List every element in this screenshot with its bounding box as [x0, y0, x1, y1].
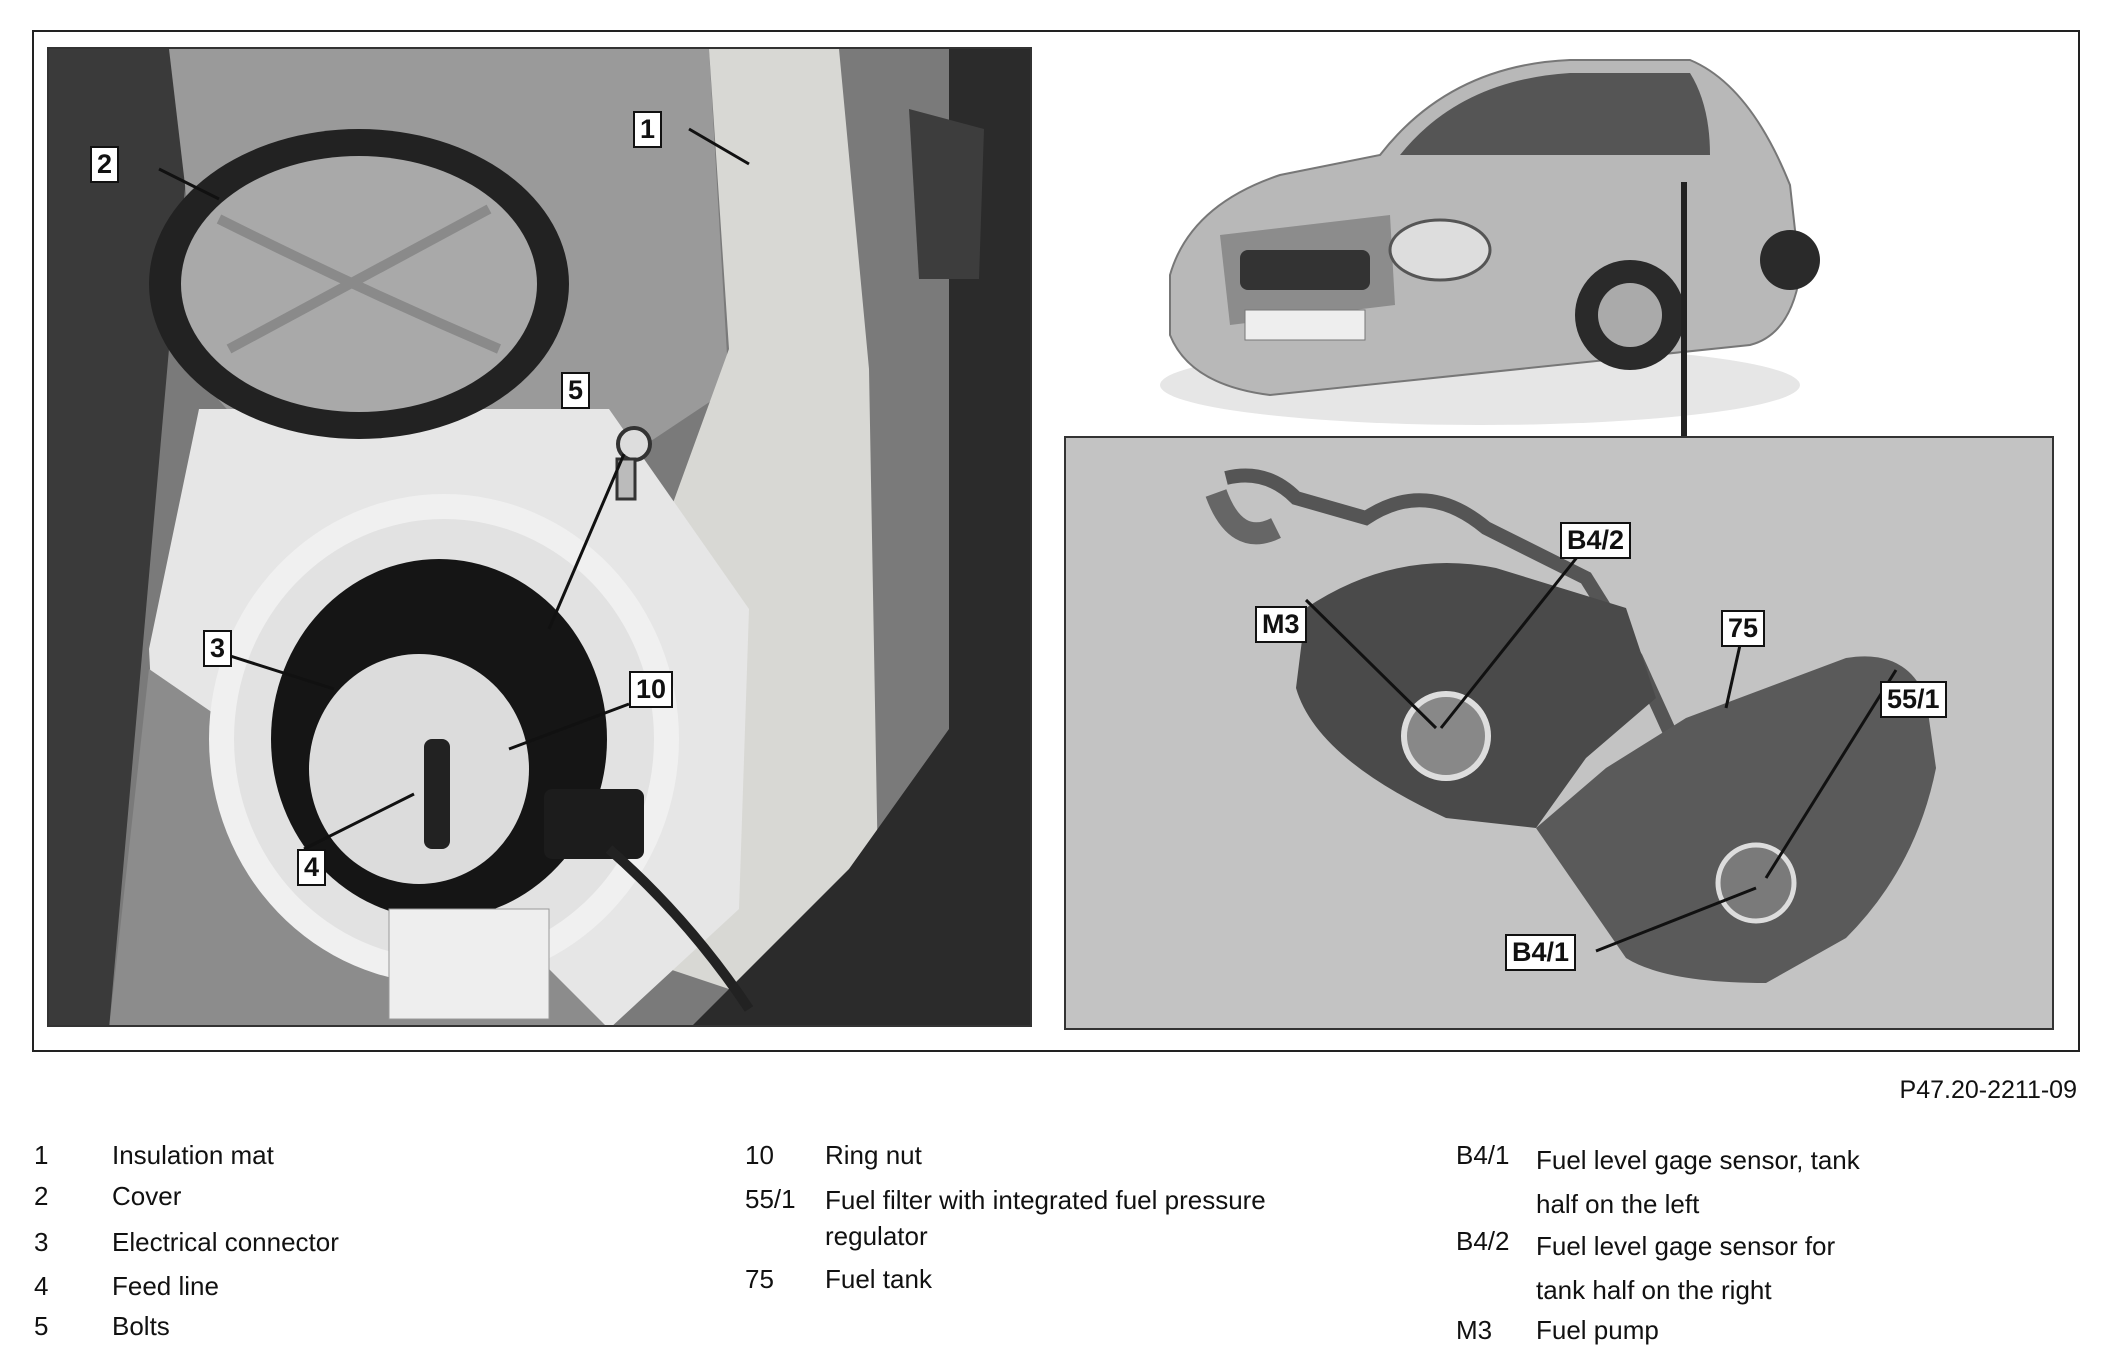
legend-text: Insulation mat — [112, 1140, 274, 1170]
fuel-tank-drawing — [1066, 438, 2052, 1028]
legend-text: Bolts — [112, 1311, 170, 1341]
legend-number: 75 — [745, 1264, 774, 1294]
legend-text: Cover — [112, 1181, 182, 1211]
callout-4: 4 — [297, 849, 327, 886]
legend-text: Electrical connector — [112, 1227, 339, 1257]
callout-2: 2 — [90, 146, 120, 183]
fuel-tank-inset — [1064, 436, 2054, 1030]
callout-M3: M3 — [1255, 606, 1307, 643]
car-drawing — [1160, 59, 1820, 425]
callout-10: 10 — [629, 671, 674, 708]
pointer-line — [1678, 182, 1690, 444]
figure-id: P47.20-2211-09 — [1899, 1076, 2077, 1104]
legend-number: 55/1 — [745, 1184, 796, 1214]
legend-number: 1 — [34, 1140, 49, 1170]
callout-75: 75 — [1721, 610, 1766, 647]
legend-text: Fuel filter with integrated fuel pressur… — [825, 1185, 1266, 1251]
legend-number: 5 — [34, 1311, 49, 1341]
legend-text: Feed line — [112, 1271, 219, 1301]
callout-3: 3 — [203, 630, 233, 667]
legend-number: 4 — [34, 1271, 49, 1301]
callout-5: 5 — [561, 372, 591, 409]
legend-text: Ring nut — [825, 1140, 922, 1170]
legend-text: Fuel level gage sensor, tank half on the… — [1536, 1145, 1860, 1219]
legend-text: Fuel pump — [1536, 1315, 1659, 1345]
legend-number: B4/2 — [1456, 1226, 1510, 1256]
callout-B4-2: B4/2 — [1560, 522, 1632, 559]
legend-number: 10 — [745, 1140, 774, 1170]
callout-1: 1 — [633, 111, 663, 148]
callout-B4-1: B4/1 — [1505, 934, 1577, 971]
legend-text: Fuel tank — [825, 1264, 932, 1294]
legend-text: Fuel level gage sensor for tank half on … — [1536, 1231, 1836, 1305]
legend-number: B4/1 — [1456, 1140, 1510, 1170]
car-illustration — [1150, 45, 1830, 445]
legend-number: 3 — [34, 1227, 49, 1257]
legend-number: 2 — [34, 1181, 49, 1211]
callout-55-1: 55/1 — [1880, 681, 1947, 718]
legend-number: M3 — [1456, 1315, 1493, 1345]
trunk-photo-drawing — [49, 49, 1030, 1025]
trunk-photo — [47, 47, 1032, 1027]
